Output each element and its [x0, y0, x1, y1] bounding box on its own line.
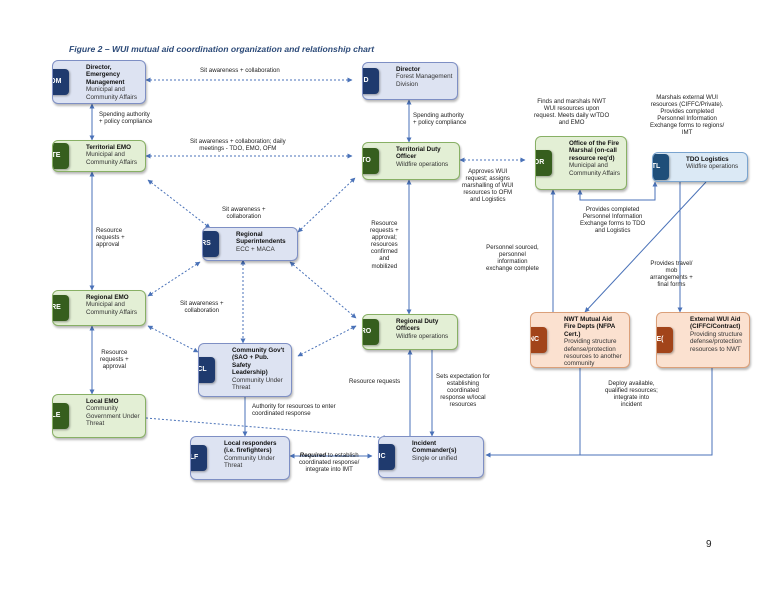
node-director-forest-management[interactable]: D Director Forest Management Division	[362, 62, 458, 100]
badge-le: LE	[53, 403, 69, 429]
node-title: External WUI Aid (CIFFC/Contract)	[690, 316, 741, 331]
link-or-tl	[577, 181, 658, 201]
node-title: Director	[396, 66, 421, 73]
badge-lf: LF	[191, 445, 207, 471]
node-regional-duty-officers[interactable]: RO Regional Duty Officers Wildfire opera…	[362, 314, 458, 350]
node-local-emo[interactable]: LE Local EMO Community Government Under …	[52, 394, 146, 438]
link-nc-ea-ic	[486, 368, 581, 456]
node-territorial-duty-officer[interactable]: TO Territorial Duty Officer Wildfire ope…	[362, 142, 460, 180]
badge-cl: CL	[199, 357, 215, 383]
node-subtitle: Municipal and Community Affairs	[86, 151, 137, 166]
node-local-responders[interactable]: LF Local responders (i.e. firefighters) …	[190, 436, 290, 480]
node-subtitle: Wildfire operations	[396, 160, 449, 168]
link-rs-re	[147, 261, 201, 297]
node-incident-commander[interactable]: IC Incident Commander(s) Single or unifi…	[378, 436, 484, 478]
node-director-emergency-management[interactable]: DM Director, Emergency Management Munici…	[52, 60, 146, 104]
badge-ea: E(	[657, 327, 673, 353]
node-title: Office of the Fire Marshal (on-call reso…	[569, 140, 620, 162]
node-territorial-emo[interactable]: TE Territorial EMO Municipal and Communi…	[52, 140, 146, 172]
label-dm-te: Spending authority+ policy compliance	[99, 111, 153, 126]
node-regional-emo[interactable]: RE Regional EMO Municipal and Community …	[52, 290, 146, 326]
node-subtitle: Municipal and Community Affairs	[569, 162, 620, 177]
label-resource-requests: Resource requests	[349, 378, 401, 385]
node-regional-superintendents[interactable]: RS Regional Superintendents ECC + MACA	[202, 227, 298, 261]
node-nwt-mutual-aid-fire-depts[interactable]: NC NWT Mutual Aid Fire Depts (NFPA Cert.…	[530, 312, 630, 368]
label-deploy: Deploy available,qualified resources;int…	[605, 380, 658, 409]
node-subtitle: Providing structure defense/protection r…	[564, 338, 622, 368]
badge-nc: NC	[531, 327, 547, 353]
node-subtitle: Providing structure defense/protection r…	[690, 330, 743, 353]
badge-d: D	[363, 68, 379, 94]
node-title: TDO Logistics	[686, 156, 729, 163]
node-subtitle: Municipal and Community Affairs	[86, 86, 137, 101]
node-title: Territorial EMO	[86, 144, 132, 151]
node-title: Local responders (i.e. firefighters)	[224, 440, 277, 455]
node-office-fire-marshal[interactable]: OR Office of the Fire Marshal (on-call r…	[535, 136, 627, 190]
page-number: 9	[706, 539, 712, 550]
node-subtitle: Wildfire operations	[396, 332, 449, 340]
node-subtitle: Community Under Threat	[224, 454, 275, 470]
label-dm-d: Sit awareness + collaboration	[200, 67, 280, 74]
label-d-to: Spending authority+ policy compliance	[413, 112, 467, 127]
node-title: Local EMO	[86, 398, 119, 405]
badge-to: TO	[363, 148, 379, 174]
badge-tl: TL	[653, 154, 669, 180]
node-subtitle: Municipal and Community Affairs	[86, 301, 137, 316]
node-title: Regional Duty Officers	[396, 318, 439, 333]
badge-te: TE	[53, 143, 69, 169]
node-community-government[interactable]: CL Community Gov't (SAO + Pub. Safety Le…	[198, 343, 292, 397]
link-te-rs	[147, 179, 211, 229]
link-rs-to	[297, 177, 356, 233]
node-subtitle: Wildfire operations	[686, 163, 739, 171]
badge-rs: RS	[203, 231, 219, 257]
node-subtitle: Single or unified	[412, 454, 458, 462]
label-re-cl: Sit awareness +collaboration	[180, 300, 224, 315]
figure-title: Figure 2 – WUI mutual aid coordination o…	[69, 44, 375, 54]
link-re-cl	[147, 325, 199, 353]
badge-ic: IC	[379, 444, 395, 470]
node-title: Territorial Duty Officer	[396, 146, 441, 161]
badge-re: RE	[53, 295, 69, 321]
node-subtitle: Community Under Threat	[232, 376, 283, 392]
node-subtitle: Community Government Under Threat	[86, 405, 140, 428]
link-le-ic	[145, 417, 389, 441]
link-ea-ic	[485, 368, 713, 458]
node-title: Regional EMO	[86, 294, 129, 301]
badge-ro: RO	[363, 319, 379, 345]
node-title: NWT Mutual Aid Fire Depts (NFPA Cert.)	[564, 316, 616, 338]
badge-or: OR	[536, 150, 552, 176]
link-tl-nc	[584, 181, 707, 313]
node-tdo-logistics[interactable]: TL TDO Logistics Wildfire operations	[652, 152, 748, 182]
node-title: Community Gov't (SAO + Pub. Safety Leade…	[232, 347, 285, 377]
node-subtitle: ECC + MACA	[236, 245, 275, 253]
link-ro-cl	[297, 325, 357, 357]
link-rs-ro	[289, 261, 357, 319]
node-title: Regional Superintendents	[236, 231, 286, 246]
label-te-rs: Sit awareness +collaboration	[222, 206, 266, 221]
node-subtitle: Forest Management Division	[396, 73, 453, 88]
node-title: Director, Emergency Management	[86, 64, 125, 86]
badge-dm: DM	[53, 69, 69, 95]
node-title: Incident Commander(s)	[412, 440, 457, 455]
node-external-wui-aid[interactable]: E( External WUI Aid (CIFFC/Contract) Pro…	[656, 312, 750, 368]
